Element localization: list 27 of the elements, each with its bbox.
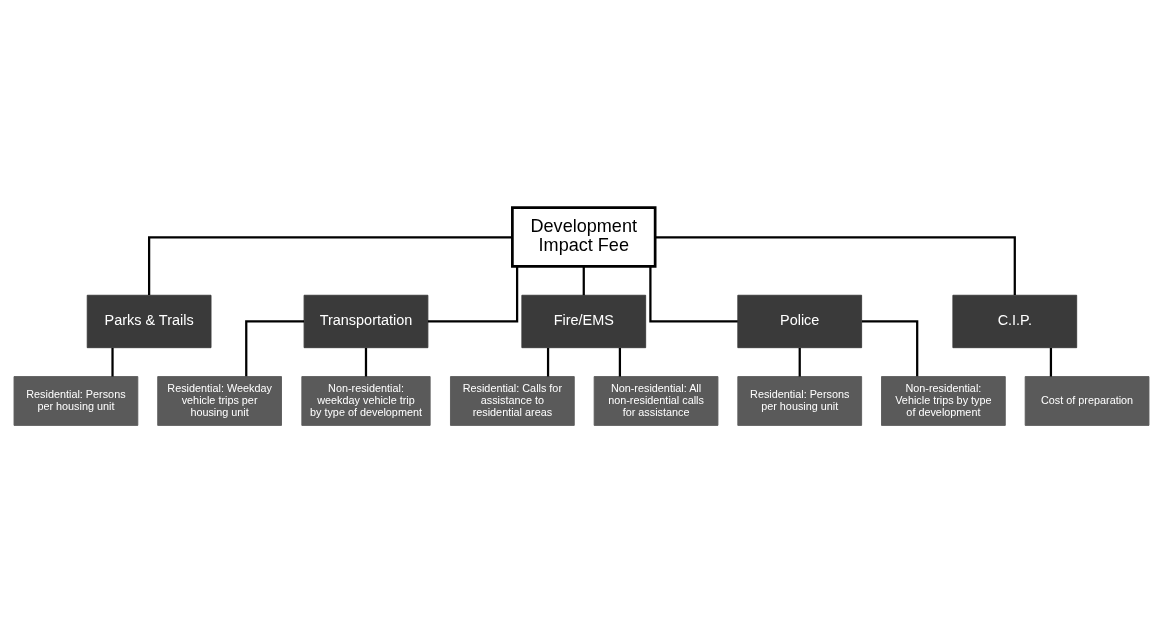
node-box: Non-residential: weekday vehicle trip by type of development — [301, 376, 431, 426]
node-box: Police — [737, 294, 863, 349]
connector — [861, 320, 919, 377]
connector — [582, 266, 585, 296]
connector — [618, 347, 622, 377]
node-box: Non-residential: Vehicle trips by type of development — [881, 376, 1006, 426]
node-box: Development Impact Fee — [511, 206, 657, 268]
node-box: Non-residential: All non-residential calls for assistance — [593, 376, 719, 426]
connector — [427, 266, 519, 323]
connector — [148, 236, 513, 296]
connector — [364, 347, 368, 377]
node-box: Transportation — [303, 294, 429, 349]
node-box: Residential: Calls for assistance to residential areas — [450, 376, 575, 426]
node-box: Residential: Persons per housing unit — [13, 376, 139, 426]
node-box: Residential: Weekday vehicle trips per housing unit — [157, 376, 282, 426]
connector — [655, 236, 1016, 296]
connector — [546, 347, 550, 377]
connector — [649, 266, 738, 323]
node-box: Cost of preparation — [1024, 376, 1150, 426]
node-box: C.I.P. — [952, 294, 1078, 349]
connector — [245, 320, 304, 377]
node-box: Fire/EMS — [521, 294, 647, 349]
connector — [798, 347, 801, 377]
connector — [1049, 347, 1053, 377]
node-box: Residential: Persons per housing unit — [737, 376, 863, 426]
connector — [111, 347, 114, 377]
node-box: Parks & Trails — [86, 294, 212, 349]
